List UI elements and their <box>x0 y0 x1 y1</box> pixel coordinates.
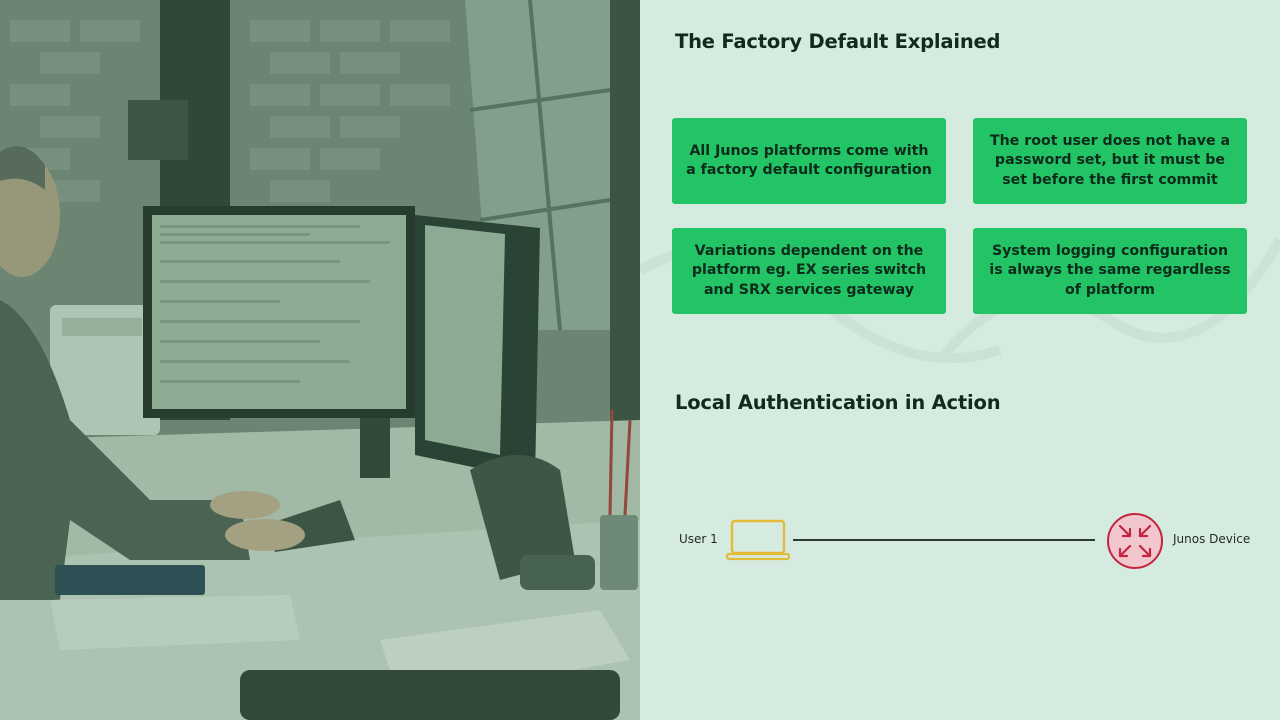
info-card-root-password: The root user does not have a password s… <box>973 118 1247 204</box>
info-card-text: The root user does not have a password s… <box>989 132 1231 188</box>
content-panel: The Factory Default Explained All Junos … <box>640 0 1280 720</box>
office-photo <box>0 0 640 720</box>
info-card-text: Variations dependent on the platform eg.… <box>691 242 927 298</box>
device-label: Junos Device <box>1173 532 1251 546</box>
laptop-icon <box>726 519 790 561</box>
info-card-text: All Junos platforms come with a factory … <box>686 142 932 179</box>
user-label: User 1 <box>679 532 718 546</box>
office-scene-illustration <box>0 0 640 720</box>
info-card-system-logging: System logging configuration is always t… <box>973 228 1247 314</box>
section-title-local-authentication: Local Authentication in Action <box>675 391 1001 414</box>
router-icon <box>1107 513 1163 569</box>
info-card-platform-variations: Variations dependent on the platform eg.… <box>672 228 946 314</box>
section-title-factory-default: The Factory Default Explained <box>675 30 1001 53</box>
info-card-factory-default: All Junos platforms come with a factory … <box>672 118 946 204</box>
photo-green-tint <box>0 0 640 720</box>
info-card-text: System logging configuration is always t… <box>989 242 1231 298</box>
connection-line <box>793 539 1095 541</box>
